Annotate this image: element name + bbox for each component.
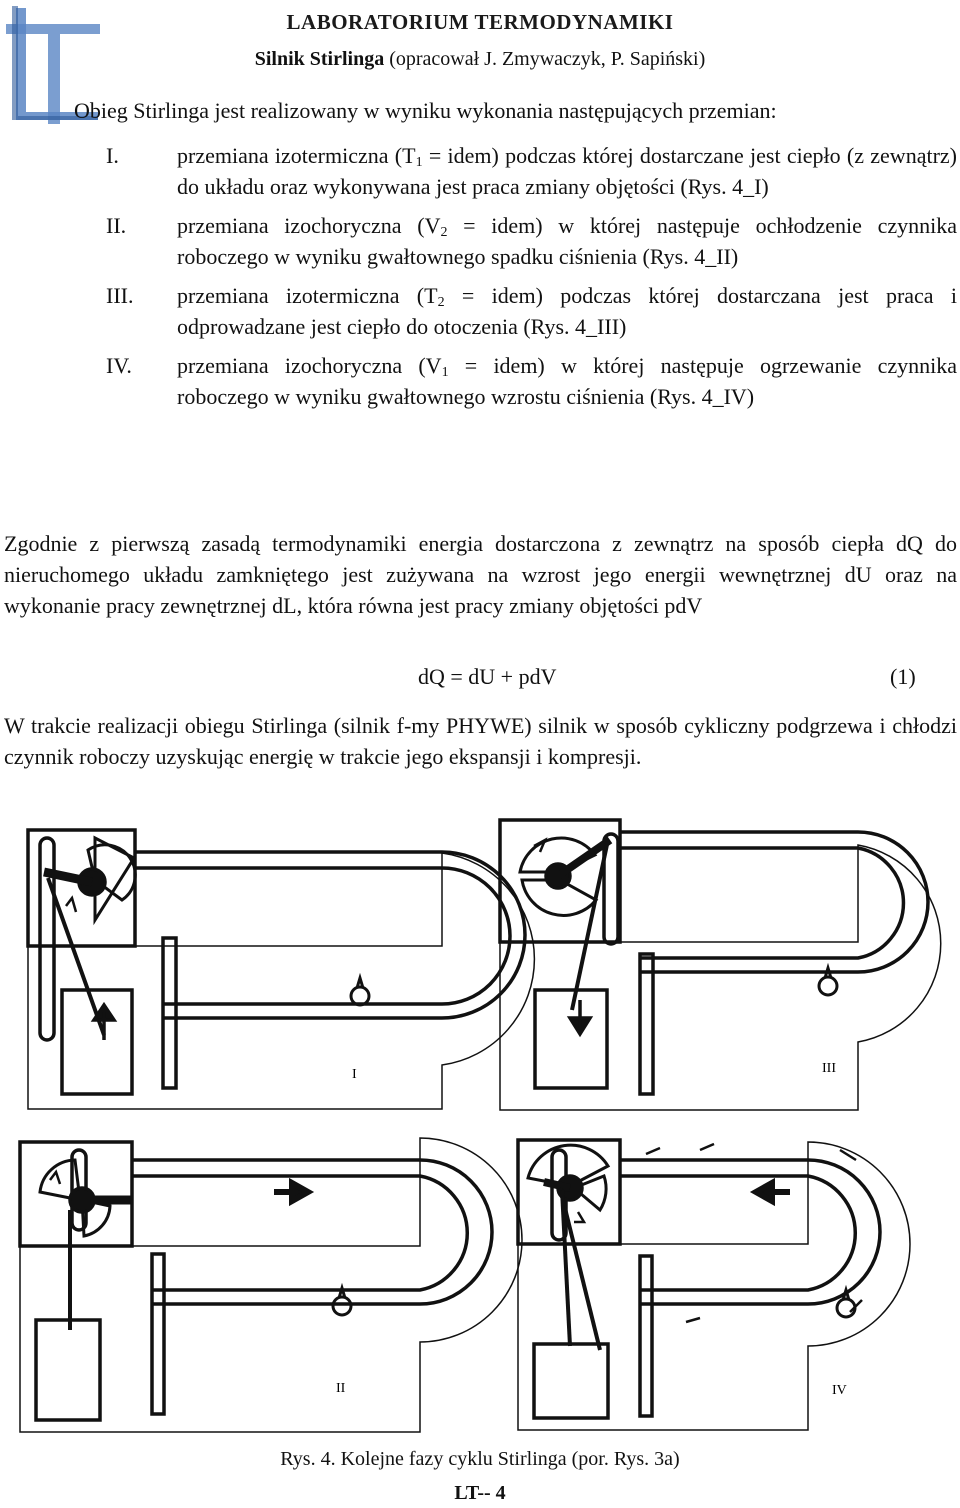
document-subtitle: Silnik Stirlinga (opracował J. Zmywaczyk…: [0, 48, 960, 71]
process-number: I.: [106, 143, 119, 168]
process-text-pre: przemiana izotermiczna (T: [177, 283, 438, 308]
lt-logo: [6, 6, 100, 124]
paragraph-first-law: Zgodnie z pierwszą zasadą termodynamiki …: [4, 531, 957, 618]
panel-label-i: I: [352, 1067, 357, 1082]
process-item-2: II. przemiana izochoryczna (V2 = idem) w…: [0, 210, 960, 272]
stirling-phases-figure: I III II: [18, 818, 942, 1433]
heater-symbol-ii: [331, 1286, 353, 1317]
process-text-post: = idem) podczas której dostarczana jest …: [177, 283, 957, 339]
process-number: II.: [106, 213, 127, 238]
engine-panel-i: [26, 828, 536, 1110]
process-item-3: III. przemiana izotermiczna (T2 = idem) …: [0, 280, 960, 342]
process-subscript: 1: [415, 155, 423, 170]
subtitle-authors: (opracował J. Zmywaczyk, P. Sapiński): [384, 48, 706, 70]
process-subscript: 2: [440, 225, 448, 240]
process-text-post: = idem) w której następuje ochłodzenie c…: [177, 213, 957, 269]
intro-text: Obieg Stirlinga jest realizowany w wynik…: [74, 98, 777, 123]
panel-label-iii: III: [822, 1061, 836, 1076]
process-text-post: = idem) w której następuje ogrzewanie cz…: [177, 353, 957, 409]
lab-title: LABORATORIUM TERMODYNAMIKI: [286, 10, 674, 34]
process-text-pre: przemiana izochoryczna (V: [177, 353, 442, 378]
process-number: III.: [106, 283, 134, 308]
engine-panel-ii: [18, 1137, 523, 1433]
process-item-4: IV. przemiana izochoryczna (V1 = idem) w…: [0, 350, 960, 412]
process-text-pre: przemiana izochoryczna (V: [177, 213, 441, 238]
process-list: I. przemiana izotermiczna (T1 = idem) po…: [0, 140, 960, 420]
process-subscript: 1: [441, 365, 449, 380]
process-text-pre: przemiana izotermiczna (T: [177, 143, 416, 168]
paragraph-stirling-engine: W trakcie realizacji obiegu Stirlinga (s…: [4, 713, 957, 769]
panel-label-iv: IV: [832, 1383, 847, 1398]
panel-label-ii: II: [336, 1381, 346, 1396]
heater-symbol-iv: [835, 1288, 857, 1319]
heater-symbol-i: [349, 976, 371, 1007]
engine-panel-iv: [516, 1138, 911, 1431]
engine-panel-iii: [498, 818, 942, 1111]
process-item-1: I. przemiana izotermiczna (T1 = idem) po…: [0, 140, 960, 202]
process-text-post: = idem) podczas której dostarczane jest …: [177, 143, 957, 199]
equation: dQ = dU + pdV: [418, 664, 557, 689]
subtitle-bold: Silnik Stirlinga: [254, 48, 385, 70]
process-number: IV.: [106, 353, 132, 378]
figure-caption: Rys. 4. Kolejne fazy cyklu Stirlinga (po…: [280, 1448, 680, 1470]
page-number: LT-- 4: [454, 1482, 506, 1504]
equation-number: (1): [890, 664, 916, 689]
process-subscript: 2: [437, 295, 445, 310]
